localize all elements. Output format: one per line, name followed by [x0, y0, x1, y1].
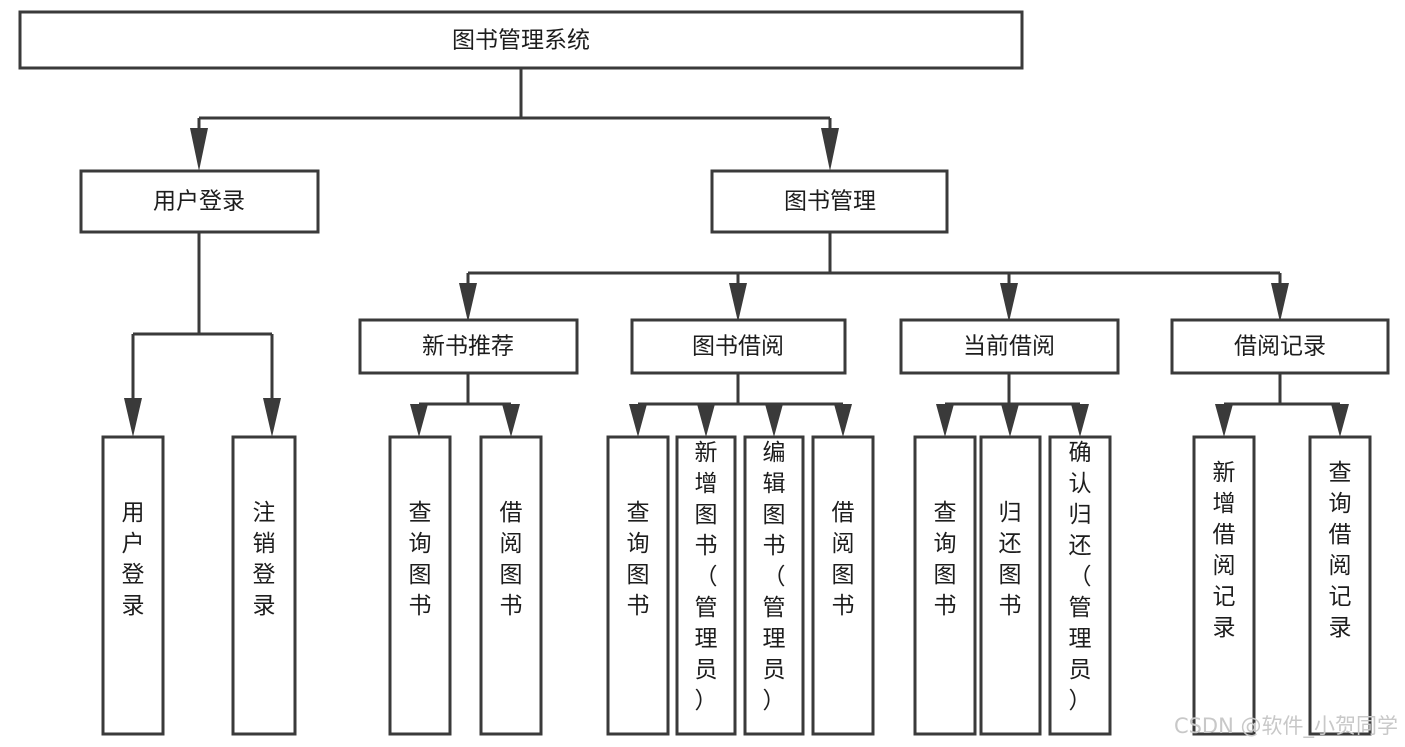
node-user-login-box[interactable] — [79, 169, 320, 234]
leaf-book-borrow-4[interactable]: 借阅图书 — [811, 435, 875, 736]
leaf-book-borrow-3-box[interactable] — [743, 435, 805, 736]
leaf-book-borrow-3[interactable]: 编辑图书（管理员） — [743, 435, 805, 736]
leaf-current-borrow-1-box[interactable] — [913, 435, 977, 736]
node-current-borrow[interactable]: 当前借阅 — [899, 318, 1120, 375]
leaf-current-borrow-2-label: 归还图书 — [999, 500, 1022, 619]
node-user-login-label: 用户登录 — [153, 189, 245, 215]
node-user-login[interactable]: 用户登录 — [79, 169, 320, 234]
leaf-user-login-1-label: 用户登录 — [122, 500, 145, 619]
arrowhead-leaf-current-borrow-3 — [1071, 404, 1089, 437]
arrowhead-user-login — [190, 128, 208, 171]
node-root-system-box[interactable] — [18, 10, 1024, 70]
leaf-current-borrow-2[interactable]: 归还图书 — [979, 435, 1042, 736]
arrowhead-book-borrow — [729, 283, 747, 322]
node-borrow-record-box[interactable] — [1170, 318, 1390, 375]
leaf-book-borrow-2-box[interactable] — [675, 435, 737, 736]
leaf-book-borrow-1[interactable]: 查询图书 — [606, 435, 670, 736]
arrowhead-book-manage — [821, 128, 839, 171]
arrowhead-leaf-user-login-2 — [263, 398, 281, 437]
leaf-borrow-record-1-label: 新增借阅记录 — [1213, 460, 1236, 641]
leaf-borrow-record-2[interactable]: 查询借阅记录 — [1308, 435, 1372, 736]
csdn-watermark: CSDN @软件_小贺同学 — [1174, 714, 1398, 739]
node-book-manage-label: 图书管理 — [784, 189, 876, 215]
leaf-new-book-1-box[interactable] — [388, 435, 452, 736]
leaf-book-borrow-4-box[interactable] — [811, 435, 875, 736]
leaf-book-borrow-1-box[interactable] — [606, 435, 670, 736]
arrowhead-leaf-book-borrow-1 — [629, 404, 647, 437]
node-current-borrow-label: 当前借阅 — [963, 334, 1055, 360]
node-borrow-record-label: 借阅记录 — [1234, 334, 1326, 360]
arrowhead-leaf-borrow-record-2 — [1331, 404, 1349, 437]
leaf-borrow-record-2-box[interactable] — [1308, 435, 1372, 736]
leaf-book-borrow-2-label: 新增图书（管理员） — [695, 440, 718, 714]
leaf-new-book-2-box[interactable] — [479, 435, 543, 736]
node-root-system[interactable]: 图书管理系统 — [18, 10, 1024, 70]
leaf-user-login-2[interactable]: 注销登录 — [231, 435, 297, 736]
arrowhead-leaf-book-borrow-4 — [834, 404, 852, 437]
node-root-system-label: 图书管理系统 — [452, 28, 590, 54]
arrowhead-leaf-borrow-record-1 — [1215, 404, 1233, 437]
arrowhead-new-book-recommend — [459, 283, 477, 322]
node-current-borrow-box[interactable] — [899, 318, 1120, 375]
node-borrow-record[interactable]: 借阅记录 — [1170, 318, 1390, 375]
node-book-manage-box[interactable] — [710, 169, 949, 234]
leaf-book-borrow-4-label: 借阅图书 — [832, 500, 855, 619]
arrowhead-leaf-current-borrow-2 — [1001, 404, 1019, 437]
arrowhead-borrow-record — [1271, 283, 1289, 322]
leaf-current-borrow-3[interactable]: 确认归还（管理员） — [1048, 435, 1112, 736]
leaf-book-borrow-1-label: 查询图书 — [627, 500, 650, 619]
leaf-current-borrow-2-box[interactable] — [979, 435, 1042, 736]
leaf-new-book-1[interactable]: 查询图书 — [388, 435, 452, 736]
leaf-new-book-2-label: 借阅图书 — [500, 500, 523, 619]
leaf-borrow-record-1[interactable]: 新增借阅记录 — [1192, 435, 1256, 736]
leaf-user-login-1-box[interactable] — [101, 435, 165, 736]
arrowhead-leaf-current-borrow-1 — [936, 404, 954, 437]
arrowhead-leaf-new-book-2 — [502, 404, 520, 437]
arrowhead-leaf-new-book-1 — [410, 404, 428, 437]
leaf-book-borrow-3-label: 编辑图书（管理员） — [763, 440, 786, 714]
node-new-book-recommend-label: 新书推荐 — [422, 334, 514, 360]
arrowhead-leaf-user-login-1 — [124, 398, 142, 437]
leaf-borrow-record-1-box[interactable] — [1192, 435, 1256, 736]
node-book-borrow-box[interactable] — [630, 318, 847, 375]
leaf-new-book-1-label: 查询图书 — [409, 500, 432, 619]
leaf-book-borrow-2[interactable]: 新增图书（管理员） — [675, 435, 737, 736]
leaf-user-login-1[interactable]: 用户登录 — [101, 435, 165, 736]
leaf-user-login-2-box[interactable] — [231, 435, 297, 736]
connector-layer — [124, 68, 1349, 437]
node-book-borrow[interactable]: 图书借阅 — [630, 318, 847, 375]
leaf-borrow-record-2-label: 查询借阅记录 — [1329, 460, 1352, 641]
node-book-manage[interactable]: 图书管理 — [710, 169, 949, 234]
arrowhead-current-borrow — [1000, 283, 1018, 322]
node-book-borrow-label: 图书借阅 — [692, 334, 784, 360]
leaf-current-borrow-3-box[interactable] — [1048, 435, 1112, 736]
leaf-new-book-2[interactable]: 借阅图书 — [479, 435, 543, 736]
leaf-current-borrow-3-label: 确认归还（管理员） — [1069, 440, 1092, 714]
node-new-book-recommend[interactable]: 新书推荐 — [358, 318, 579, 375]
leaf-current-borrow-1-label: 查询图书 — [934, 500, 957, 619]
leaf-user-login-2-label: 注销登录 — [253, 500, 276, 619]
leaf-current-borrow-1[interactable]: 查询图书 — [913, 435, 977, 736]
arrowhead-leaf-book-borrow-2 — [697, 404, 715, 437]
node-new-book-recommend-box[interactable] — [358, 318, 579, 375]
arrowhead-leaf-book-borrow-3 — [765, 404, 783, 437]
